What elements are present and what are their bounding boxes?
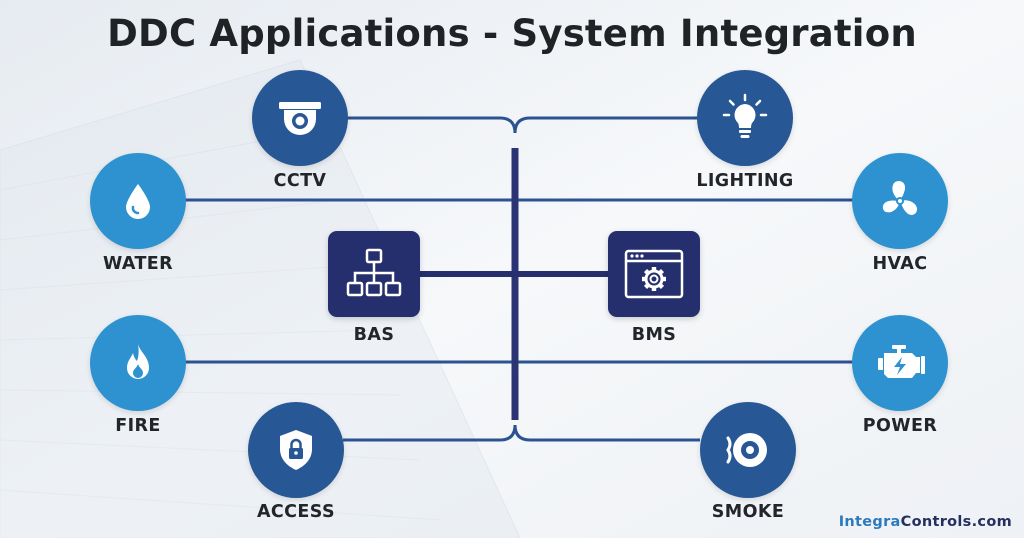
smoke-label: SMOKE [711,502,785,522]
power-label: POWER [862,416,938,436]
security-camera-icon [279,102,321,135]
water-drop-icon [126,184,150,219]
shield-lock-icon [280,430,312,470]
light-bulb-icon [722,93,768,138]
bas-label: BAS [353,325,395,345]
smoke-detector-icon [726,433,767,467]
brand-link[interactable]: IntegraControls.com [839,514,1012,530]
water-label: WATER [102,254,174,274]
water-circle [90,153,186,249]
fire-label: FIRE [115,416,161,436]
browser-gear-icon [624,249,684,299]
power-circle [852,315,948,411]
lighting-label: LIGHTING [696,171,794,191]
bms-square [608,231,700,317]
cctv-label: CCTV [273,171,327,191]
page-title: DDC Applications - System Integration [107,12,917,55]
bas-square [328,231,420,317]
network-hierarchy-icon [346,248,402,297]
access-label: ACCESS [256,502,335,522]
brand-part-controls: Controls.com [900,514,1012,530]
flame-icon [127,344,149,379]
smoke-circle [700,402,796,498]
fan-icon [882,181,918,215]
brand-part-integra: Integra [838,514,901,530]
hvac-circle [852,153,948,249]
lighting-circle [697,70,793,166]
access-circle [248,402,344,498]
cctv-circle [252,70,348,166]
hvac-label: HVAC [872,254,928,274]
fire-circle [90,315,186,411]
bms-label: BMS [631,325,677,345]
engine-power-icon [878,345,925,378]
